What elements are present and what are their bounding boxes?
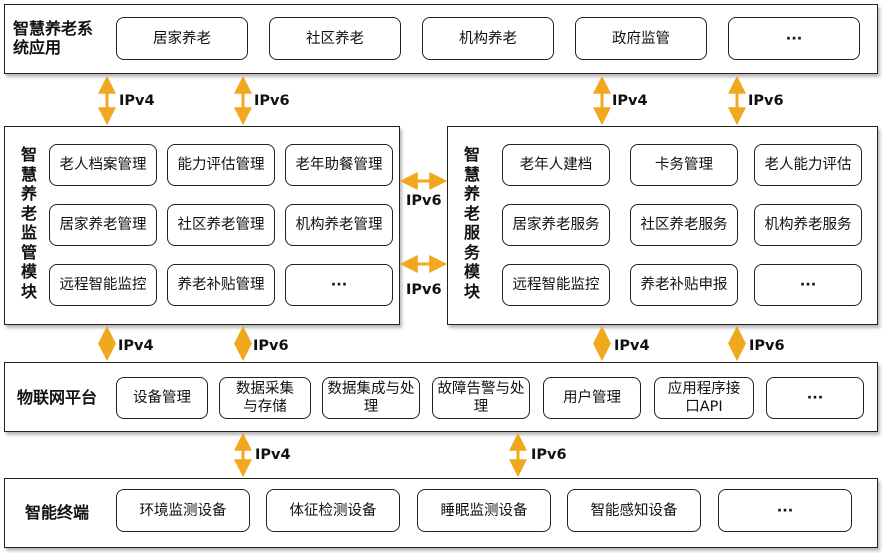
terminal-item-more: ··· xyxy=(718,489,852,532)
service-item-card-management: 卡务管理 xyxy=(630,144,738,186)
iot-item-api: 应用程序接口API xyxy=(654,377,754,419)
supervision-module-title: 智慧养老监管模块 xyxy=(20,145,37,301)
label-ipv4: IPv4 xyxy=(612,93,648,109)
supervision-item-subsidy-management: 养老补贴管理 xyxy=(167,264,275,306)
label-ipv4: IPv4 xyxy=(614,338,650,354)
iot-item-user-management: 用户管理 xyxy=(543,377,641,419)
terminal-item-vital-signs-monitor: 体征检测设备 xyxy=(266,489,400,532)
service-item-elder-registration: 老年人建档 xyxy=(502,144,610,186)
iot-item-data-integration-processing: 数据集成与处理 xyxy=(322,377,420,419)
iot-item-more: ··· xyxy=(766,377,864,419)
label-ipv4: IPv4 xyxy=(118,338,154,354)
service-item-remote-monitoring: 远程智能监控 xyxy=(502,264,610,306)
supervision-item-remote-monitoring: 远程智能监控 xyxy=(49,264,157,306)
supervision-item-institution-care: 机构养老管理 xyxy=(285,204,393,246)
app-item-community-care: 社区养老 xyxy=(269,17,401,60)
app-item-government-supervision: 政府监管 xyxy=(575,17,707,60)
supervision-item-meal-assistance: 老年助餐管理 xyxy=(285,144,393,186)
supervision-item-more: ··· xyxy=(285,264,393,306)
iot-platform-title: 物联网平台 xyxy=(17,388,98,407)
terminal-item-smart-sensing: 智能感知设备 xyxy=(567,489,701,532)
app-item-institution-care: 机构养老 xyxy=(422,17,554,60)
terminal-item-environment-monitor: 环境监测设备 xyxy=(116,489,250,532)
label-ipv6: IPv6 xyxy=(253,338,289,354)
terminal-item-sleep-monitor: 睡眠监测设备 xyxy=(417,489,551,532)
iot-item-device-management: 设备管理 xyxy=(116,377,208,419)
service-module-title: 智慧养老服务模块 xyxy=(463,145,480,301)
label-ipv6: IPv6 xyxy=(406,282,442,298)
iot-item-data-collection-storage: 数据采集与存储 xyxy=(219,377,311,419)
service-item-more: ··· xyxy=(754,264,862,306)
supervision-item-ability-assessment: 能力评估管理 xyxy=(167,144,275,186)
label-ipv4: IPv4 xyxy=(255,447,291,463)
label-ipv6: IPv6 xyxy=(748,93,784,109)
label-ipv6: IPv6 xyxy=(749,338,785,354)
supervision-item-community-care: 社区养老管理 xyxy=(167,204,275,246)
label-ipv6: IPv6 xyxy=(531,447,567,463)
app-item-home-care: 居家养老 xyxy=(116,17,248,60)
service-item-home-care: 居家养老服务 xyxy=(502,204,610,246)
service-item-ability-assessment: 老人能力评估 xyxy=(754,144,862,186)
terminal-layer-title: 智能终端 xyxy=(25,503,90,522)
label-ipv6: IPv6 xyxy=(254,93,290,109)
supervision-item-elder-records: 老人档案管理 xyxy=(49,144,157,186)
service-item-institution-care: 机构养老服务 xyxy=(754,204,862,246)
supervision-item-home-care: 居家养老管理 xyxy=(49,204,157,246)
app-layer-title: 智慧养老系统应用 xyxy=(13,19,94,57)
service-item-community-care: 社区养老服务 xyxy=(630,204,738,246)
app-item-more: ··· xyxy=(728,17,860,60)
label-ipv4: IPv4 xyxy=(119,93,155,109)
iot-item-fault-alarm-processing: 故障告警与处理 xyxy=(432,377,530,419)
service-item-subsidy-application: 养老补贴申报 xyxy=(630,264,738,306)
label-ipv6: IPv6 xyxy=(406,193,442,209)
